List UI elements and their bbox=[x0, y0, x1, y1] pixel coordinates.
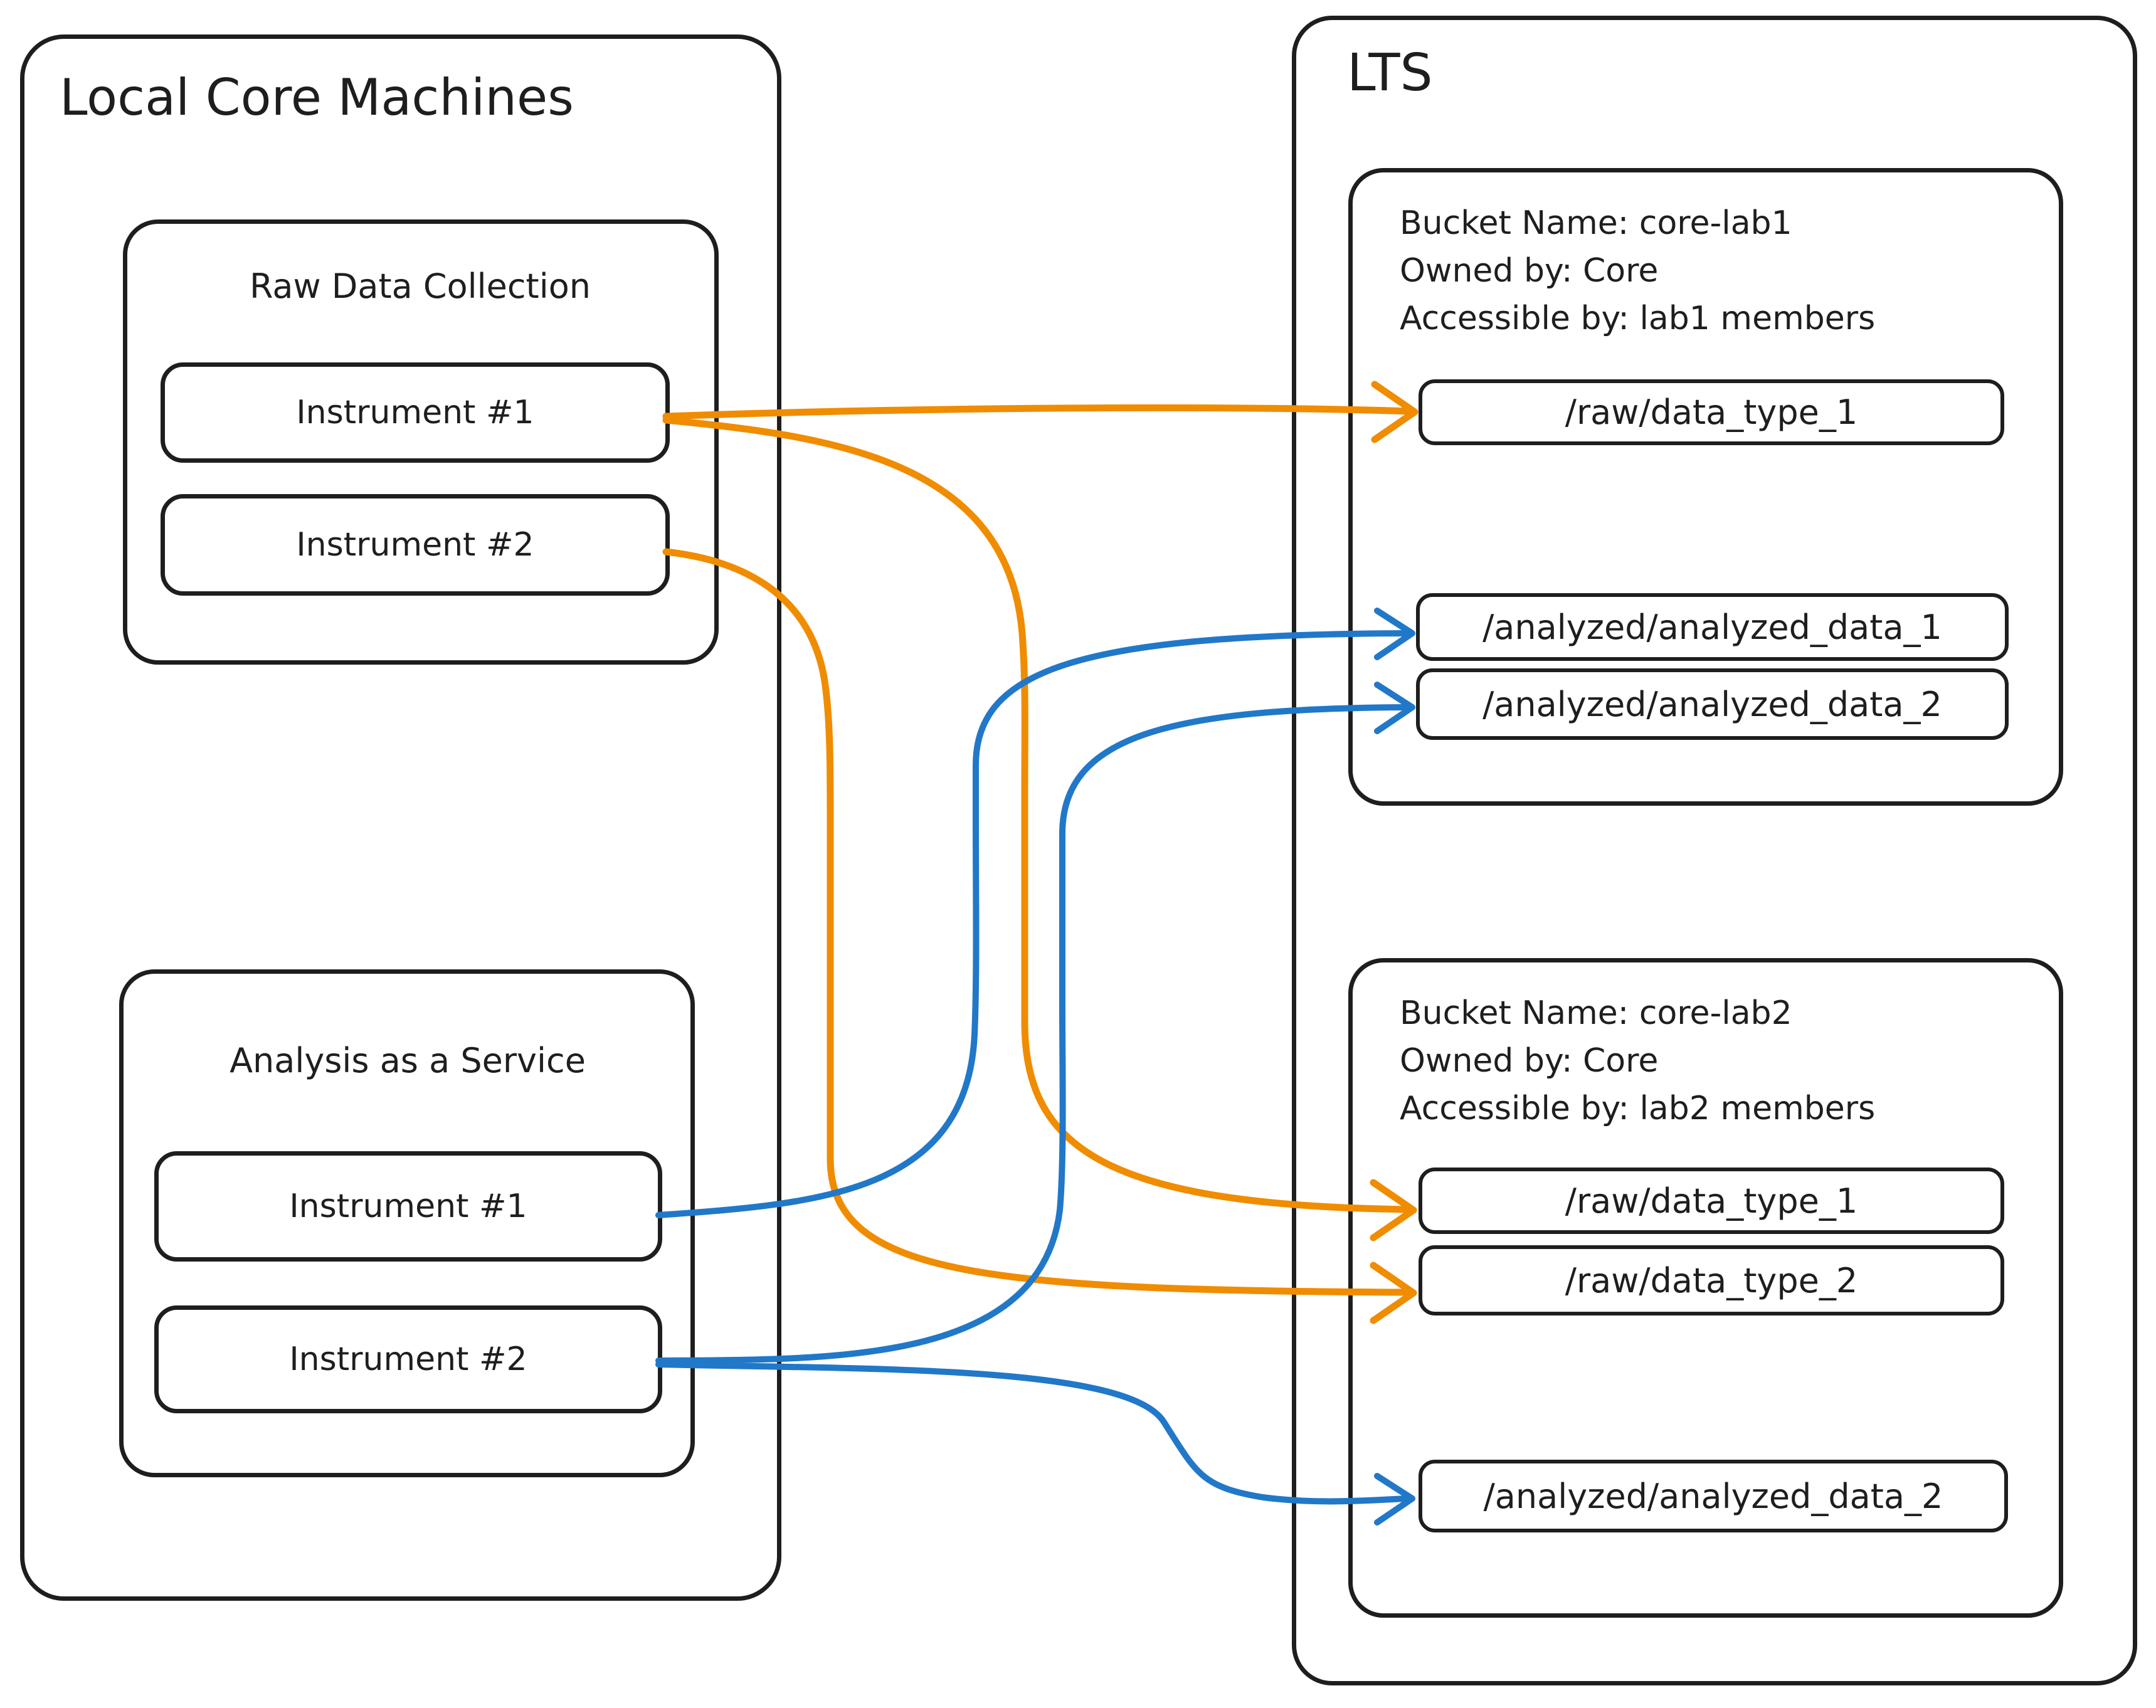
analysis-as-a-service-title: Analysis as a Service bbox=[230, 1041, 586, 1080]
raw-instrument-2-node: Instrument #2 bbox=[161, 494, 670, 596]
local-core-machines-title: Local Core Machines bbox=[60, 68, 574, 127]
bucket-core-lab2-name-line: Bucket Name: core-lab2 bbox=[1400, 994, 1792, 1032]
bucket-core-lab1-info: Bucket Name: core-lab1 Owned by: Core Ac… bbox=[1400, 199, 1875, 342]
raw-instrument-2-label: Instrument #2 bbox=[296, 526, 534, 564]
bucket-core-lab2-owner-line: Owned by: Core bbox=[1400, 1042, 1659, 1080]
path-core-lab1-raw-data-type-1: /raw/data_type_1 bbox=[1419, 379, 2004, 445]
bucket-core-lab2-access-line: Accessible by: lab2 members bbox=[1400, 1090, 1876, 1127]
path-core-lab2-analyzed-data-2-label: /analyzed/analyzed_data_2 bbox=[1483, 1476, 1943, 1516]
path-core-lab1-raw-data-type-1-label: /raw/data_type_1 bbox=[1565, 393, 1858, 432]
path-core-lab2-raw-data-type-2: /raw/data_type_2 bbox=[1419, 1245, 2004, 1315]
analysis-instrument-1-node: Instrument #1 bbox=[154, 1151, 662, 1262]
bucket-core-lab2-info: Bucket Name: core-lab2 Owned by: Core Ac… bbox=[1400, 989, 1875, 1132]
path-core-lab1-analyzed-data-2: /analyzed/analyzed_data_2 bbox=[1416, 668, 2009, 740]
analysis-instrument-2-label: Instrument #2 bbox=[289, 1341, 527, 1378]
raw-instrument-1-label: Instrument #1 bbox=[296, 394, 534, 431]
bucket-core-lab1-name-line: Bucket Name: core-lab1 bbox=[1400, 204, 1792, 242]
analysis-instrument-2-node: Instrument #2 bbox=[154, 1305, 662, 1413]
path-core-lab2-raw-data-type-1-label: /raw/data_type_1 bbox=[1565, 1181, 1858, 1221]
raw-data-collection-title: Raw Data Collection bbox=[250, 266, 591, 306]
raw-instrument-1-node: Instrument #1 bbox=[161, 362, 670, 463]
path-core-lab2-analyzed-data-2: /analyzed/analyzed_data_2 bbox=[1419, 1460, 2008, 1532]
path-core-lab2-raw-data-type-1: /raw/data_type_1 bbox=[1419, 1168, 2004, 1234]
lts-title: LTS bbox=[1347, 43, 1433, 103]
path-core-lab2-raw-data-type-2-label: /raw/data_type_2 bbox=[1565, 1260, 1858, 1300]
bucket-core-lab1-access-line: Accessible by: lab1 members bbox=[1400, 300, 1876, 337]
path-core-lab1-analyzed-data-1: /analyzed/analyzed_data_1 bbox=[1416, 593, 2009, 661]
analysis-instrument-1-label: Instrument #1 bbox=[289, 1188, 527, 1225]
path-core-lab1-analyzed-data-2-label: /analyzed/analyzed_data_2 bbox=[1482, 684, 1942, 724]
path-core-lab1-analyzed-data-1-label: /analyzed/analyzed_data_1 bbox=[1482, 607, 1942, 647]
bucket-core-lab1-owner-line: Owned by: Core bbox=[1400, 252, 1659, 290]
